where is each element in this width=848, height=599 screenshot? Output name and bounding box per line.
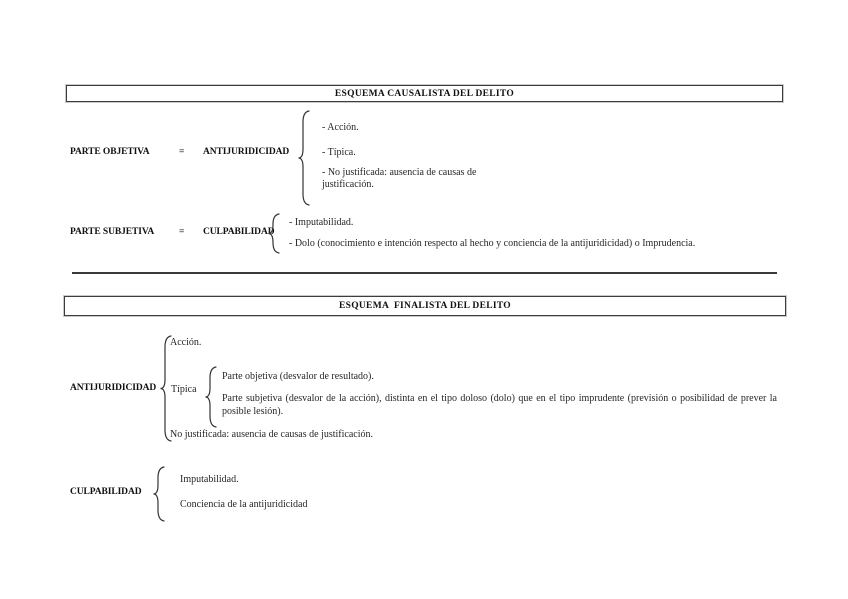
antijuridicidad-finalista-label: ANTIJURIDICIDAD xyxy=(70,383,157,393)
culpabilidad-causalista-label: CULPABILIDAD xyxy=(203,227,275,237)
parte-subjetiva-label: PARTE SUBJETIVA xyxy=(70,227,155,237)
section-divider xyxy=(72,272,777,274)
causalista-subjetiva-item: - Dolo (conocimiento e intención respect… xyxy=(289,238,696,249)
finalista-title: ESQUEMA FINALISTA DEL DELITO xyxy=(338,301,511,311)
culpabilidad-item: Conciencia de la antijuridicidad xyxy=(180,499,308,510)
brace-culpabilidad-finalista xyxy=(152,466,166,522)
equals-sign: = xyxy=(179,147,185,157)
causalista-objetiva-item: - No justificada: ausencia de causas de … xyxy=(322,167,477,190)
tipica-item: Parte objetiva (desvalor de resultado). xyxy=(222,371,374,382)
tipica-label: Típica xyxy=(171,384,197,395)
culpabilidad-finalista-label: CULPABILIDAD xyxy=(70,487,142,497)
brace-antijuridicidad-causalista xyxy=(297,110,311,206)
culpabilidad-item: Imputabilidad. xyxy=(180,474,239,485)
brace-antijuridicidad-finalista xyxy=(159,335,173,442)
equals-sign: = xyxy=(179,227,185,237)
causalista-objetiva-item: - Típica. xyxy=(322,147,356,158)
finalista-accion-item: Acción. xyxy=(170,337,202,348)
causalista-objetiva-item: - Acción. xyxy=(322,122,359,133)
causalista-title: ESQUEMA CAUSALISTA DEL DELITO xyxy=(334,88,515,99)
brace-culpabilidad-causalista xyxy=(267,213,281,254)
causalista-subjetiva-item: - Imputabilidad. xyxy=(289,217,354,228)
brace-tipica xyxy=(204,366,218,428)
parte-objetiva-label: PARTE OBJETIVA xyxy=(70,147,150,157)
tipica-item: Parte subjetiva (desvalor de la acción),… xyxy=(222,393,777,417)
finalista-no-justificada-item: No justificada: ausencia de causas de ju… xyxy=(170,429,373,440)
antijuridicidad-causalista-label: ANTIJURIDICIDAD xyxy=(203,147,290,157)
causalista-title-box: ESQUEMA CAUSALISTA DEL DELITO xyxy=(66,85,783,102)
finalista-title-box: ESQUEMA FINALISTA DEL DELITO xyxy=(64,296,786,316)
